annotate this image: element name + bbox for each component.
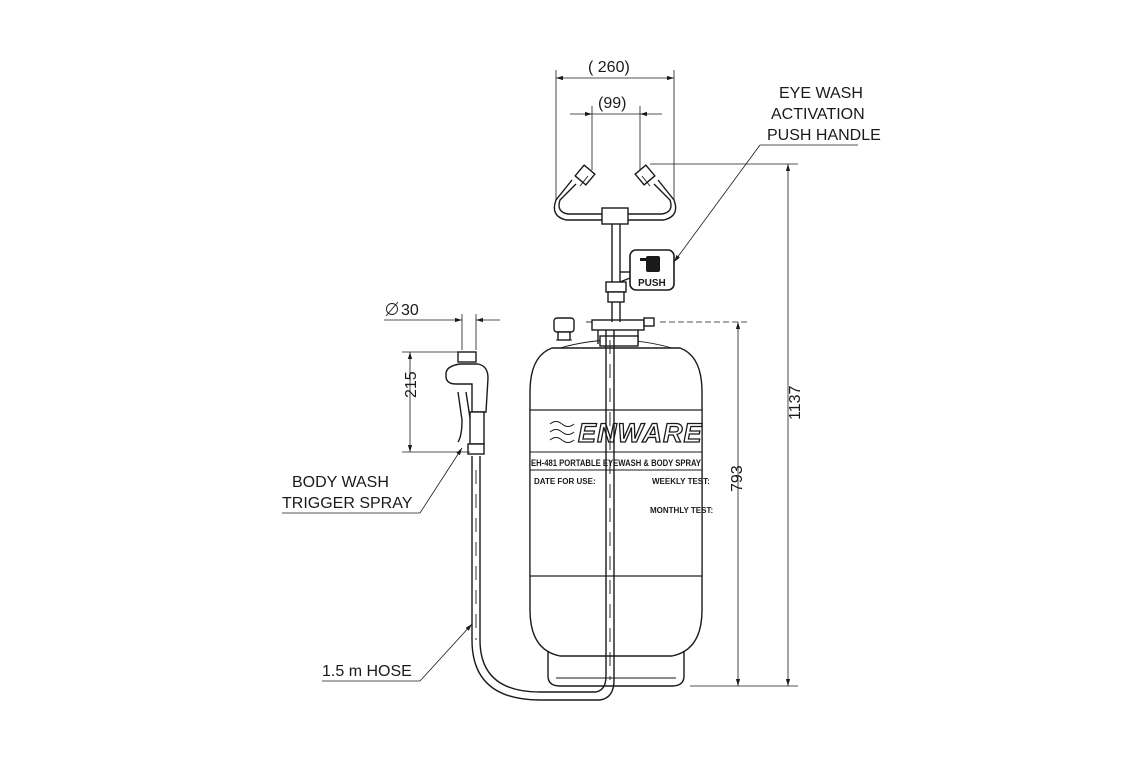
push-handle: PUSH bbox=[619, 249, 675, 291]
dim-1137: 1137 bbox=[650, 163, 804, 687]
dim-793: 793 bbox=[660, 321, 748, 686]
dim-dia30: 30 bbox=[384, 301, 500, 350]
tank: ENWARE EH-481 PORTABLE EYEWASH & BODY SP… bbox=[529, 317, 713, 687]
dim-260-text: ( 260) bbox=[588, 59, 630, 76]
brand-logo: ENWARE bbox=[578, 418, 703, 448]
hand-push-icon bbox=[640, 256, 660, 272]
dim-99-text: (99) bbox=[598, 95, 626, 112]
callout-eyewash: EYE WASH ACTIVATION PUSH HANDLE bbox=[673, 85, 881, 263]
model-line: EH-481 PORTABLE EYEWASH & BODY SPRAY bbox=[531, 458, 702, 469]
dim-215: 215 bbox=[402, 351, 470, 453]
monthly-field: MONTHLY TEST: bbox=[650, 506, 713, 515]
callout-bodywash-line2: TRIGGER SPRAY bbox=[282, 495, 413, 512]
pressure-gauge bbox=[553, 317, 575, 341]
wave-logo-icon bbox=[549, 421, 575, 443]
dim-215-text: 215 bbox=[403, 371, 420, 398]
dim-793-text: 793 bbox=[729, 465, 746, 492]
eyewash-head: PUSH bbox=[553, 164, 677, 322]
left-nozzle bbox=[574, 164, 596, 187]
callout-bodywash: BODY WASH TRIGGER SPRAY bbox=[282, 447, 463, 514]
trigger-spray bbox=[445, 351, 489, 455]
right-nozzle bbox=[634, 164, 656, 187]
callout-eyewash-line1: EYE WASH bbox=[779, 85, 863, 102]
callout-bodywash-line1: BODY WASH bbox=[292, 474, 389, 491]
callout-eyewash-line2: ACTIVATION bbox=[771, 106, 865, 123]
valve-assembly bbox=[586, 317, 655, 347]
callout-hose-text: 1.5 m HOSE bbox=[322, 663, 412, 680]
date-field: DATE FOR USE: bbox=[534, 477, 596, 486]
dim-260: ( 260) bbox=[555, 59, 675, 200]
callout-hose: 1.5 m HOSE bbox=[322, 623, 473, 682]
hose bbox=[471, 330, 615, 701]
weekly-field: WEEKLY TEST: bbox=[652, 477, 710, 486]
dim-1137-text: 1137 bbox=[787, 385, 804, 420]
dim-99: (99) bbox=[570, 95, 662, 170]
callout-eyewash-line3: PUSH HANDLE bbox=[767, 127, 881, 144]
diameter-icon bbox=[385, 301, 399, 317]
push-label: PUSH bbox=[638, 278, 666, 289]
dim-dia30-text: 30 bbox=[401, 302, 419, 319]
